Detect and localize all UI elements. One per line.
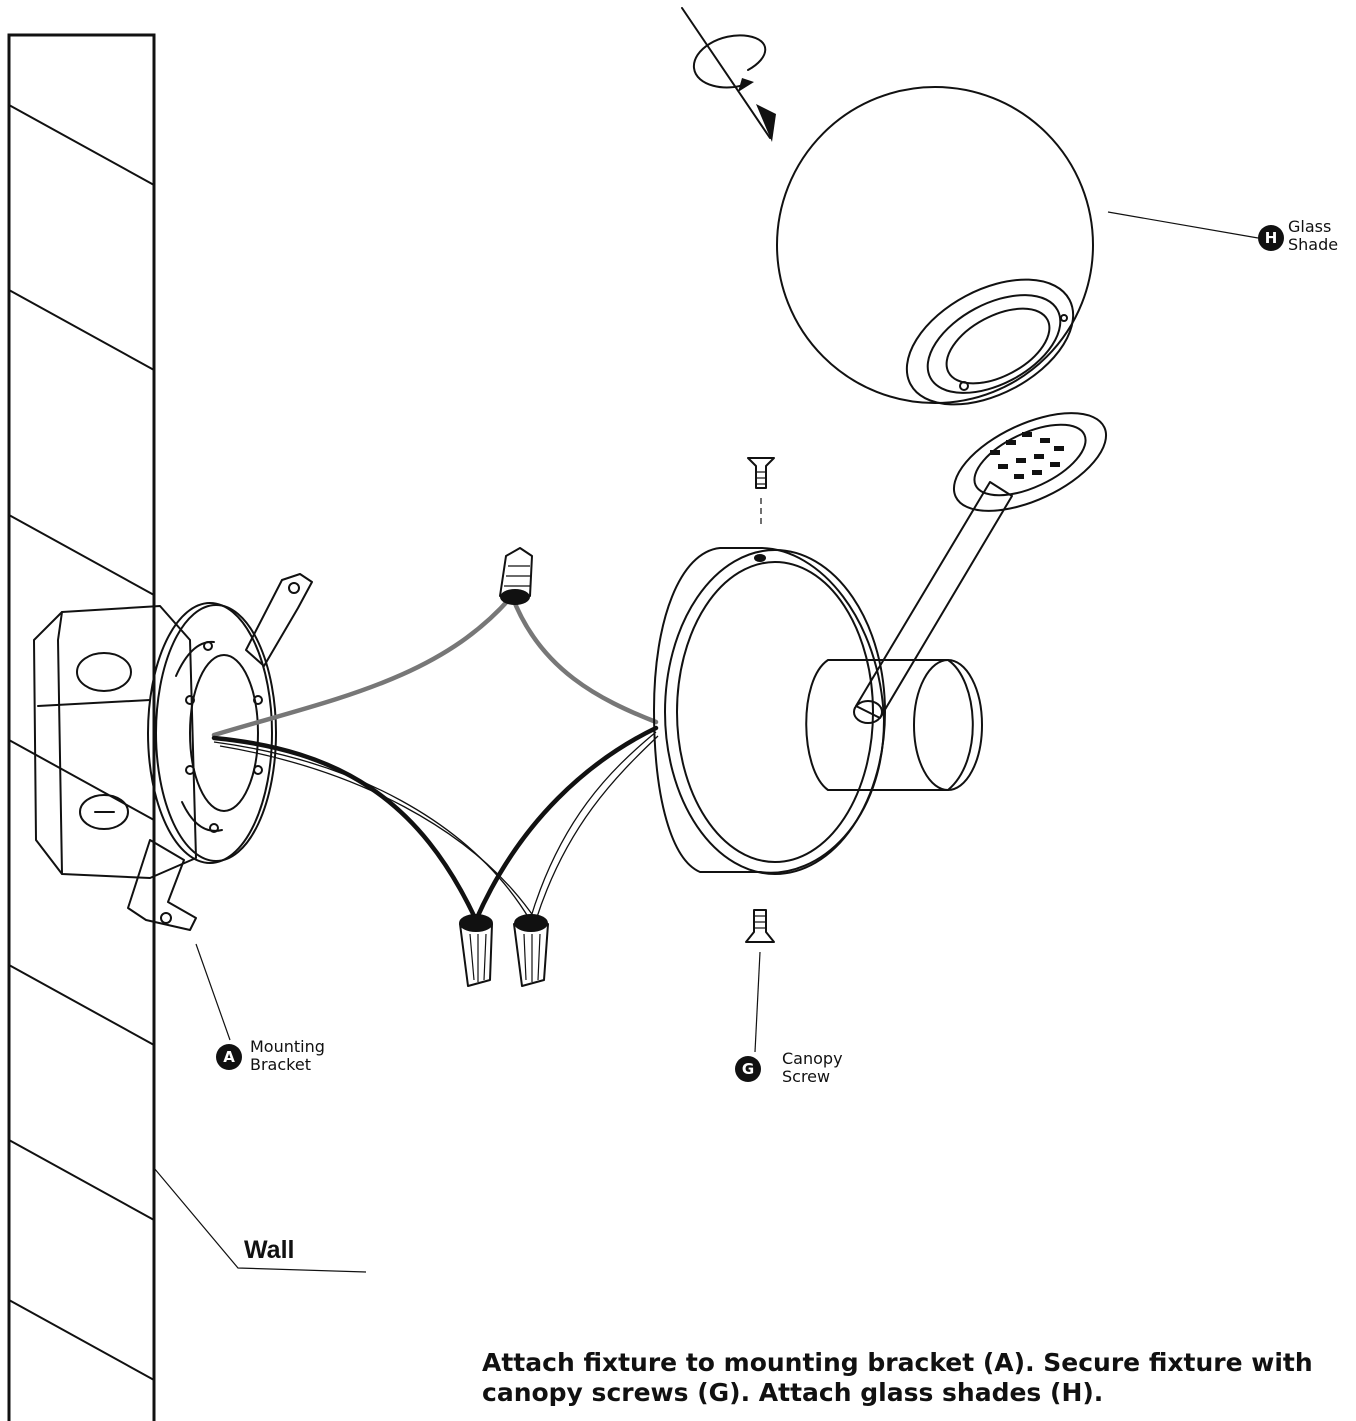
glass-shade-label-line1: Glass	[1288, 217, 1332, 236]
instruction-caption-line1: Attach fixture to mounting bracket (A). …	[482, 1348, 1313, 1377]
wall-leader-line	[153, 1167, 367, 1273]
glass-shade-badge: H	[1258, 225, 1284, 251]
instruction-caption: Attach fixture to mounting bracket (A). …	[482, 1348, 1342, 1408]
glass-shade-label-line2: Shade	[1288, 235, 1339, 254]
wall	[7, 33, 156, 1421]
canopy-screw-label: Canopy Screw	[782, 1050, 843, 1086]
canopy-screw-top	[747, 457, 775, 528]
rotation-arrow	[681, 7, 776, 142]
glass-shade-leader-line	[1107, 211, 1259, 239]
fixture-canopy	[653, 481, 1013, 875]
socket-plate	[952, 412, 1108, 512]
mounting-bracket-leader-line	[195, 943, 231, 1041]
canopy-screw-leader-line	[754, 951, 761, 1053]
mounting-bracket-label: Mounting Bracket	[250, 1038, 325, 1074]
canopy-screw-label-line2: Screw	[782, 1067, 831, 1086]
wire-nut-top	[499, 547, 533, 605]
wires	[211, 593, 659, 923]
junction-box	[33, 605, 197, 879]
wire-nut-right	[513, 914, 549, 987]
instruction-caption-line2: canopy screws (G). Attach glass shades (…	[482, 1378, 1104, 1407]
canopy-screw-label-line1: Canopy	[782, 1049, 843, 1068]
canopy-screw-bottom	[745, 909, 775, 943]
mounting-bracket-label-line1: Mounting	[250, 1037, 325, 1056]
mounting-bracket	[127, 573, 313, 931]
canopy-screw-badge: G	[735, 1056, 761, 1082]
glass-shade-label: Glass Shade	[1288, 218, 1338, 254]
wire-nut-left	[459, 914, 493, 987]
mounting-bracket-label-line2: Bracket	[250, 1055, 311, 1074]
wall-label: Wall	[244, 1236, 295, 1264]
mounting-bracket-badge: A	[216, 1044, 242, 1070]
glass-shade	[776, 86, 1094, 406]
